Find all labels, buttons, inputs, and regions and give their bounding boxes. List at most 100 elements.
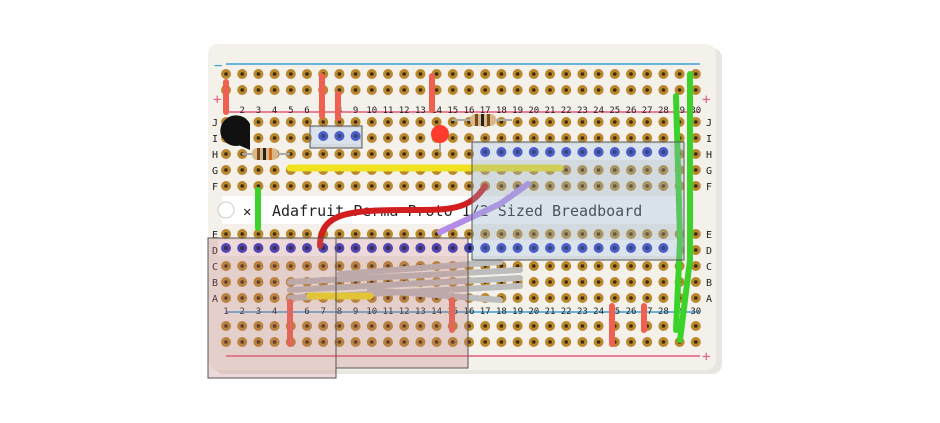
pad-hole bbox=[272, 324, 277, 328]
pad-grid bbox=[221, 69, 701, 347]
pad-hole bbox=[451, 340, 455, 344]
column-number: 30 bbox=[690, 106, 701, 116]
column-number: 3 bbox=[256, 307, 261, 317]
pad-hole bbox=[661, 136, 666, 140]
pad-hole bbox=[548, 232, 552, 236]
pad-hole bbox=[434, 340, 439, 344]
pad-hole bbox=[580, 232, 585, 236]
column-number: 10 bbox=[366, 307, 377, 317]
pad-hole bbox=[548, 184, 552, 188]
pad-hole bbox=[434, 184, 439, 188]
column-number: 13 bbox=[415, 307, 426, 317]
header-pin-hole bbox=[272, 246, 277, 250]
pad-hole bbox=[272, 340, 277, 344]
column-number: 28 bbox=[658, 106, 669, 116]
pad-hole bbox=[434, 324, 439, 328]
pad-hole bbox=[240, 88, 244, 92]
pad-hole bbox=[224, 264, 228, 268]
pad-hole bbox=[596, 264, 601, 268]
pad-hole bbox=[467, 120, 471, 124]
pad-hole bbox=[370, 324, 374, 328]
column-number: 30 bbox=[690, 307, 701, 317]
pad-hole bbox=[321, 152, 326, 156]
header-pin-hole bbox=[321, 134, 326, 138]
column-number: 9 bbox=[353, 106, 358, 116]
row-letter: D bbox=[706, 246, 712, 257]
pad-hole bbox=[596, 324, 601, 328]
pad-hole bbox=[564, 136, 568, 140]
header-pin-hole bbox=[353, 246, 358, 250]
column-number: 28 bbox=[658, 307, 669, 317]
pad-hole bbox=[402, 72, 407, 76]
pad-hole bbox=[240, 168, 244, 172]
pad-hole bbox=[661, 184, 666, 188]
pad-hole bbox=[661, 232, 666, 236]
pad-hole bbox=[629, 324, 633, 328]
pad-hole bbox=[499, 72, 504, 76]
pad-hole bbox=[694, 324, 698, 328]
column-number: 23 bbox=[577, 106, 588, 116]
column-number: 12 bbox=[399, 106, 410, 116]
header-pin-hole bbox=[337, 134, 342, 138]
pad-hole bbox=[580, 340, 585, 344]
pad-hole bbox=[499, 136, 504, 140]
pad-hole bbox=[289, 72, 293, 76]
pad-hole bbox=[596, 168, 601, 172]
pad-hole bbox=[272, 232, 277, 236]
pad-hole bbox=[353, 324, 358, 328]
pad-hole bbox=[451, 88, 455, 92]
pad-hole bbox=[694, 168, 698, 172]
header-pin-hole bbox=[224, 246, 228, 250]
pad-hole bbox=[337, 324, 342, 328]
row-letter: E bbox=[706, 230, 712, 241]
pad-hole bbox=[240, 324, 244, 328]
pad-hole bbox=[548, 340, 552, 344]
column-number: 13 bbox=[415, 106, 426, 116]
header-pin-hole bbox=[531, 246, 536, 250]
pad-hole bbox=[564, 280, 568, 284]
pad-hole bbox=[532, 280, 536, 284]
pad-hole bbox=[515, 88, 520, 92]
pad-hole bbox=[548, 280, 552, 284]
pad-hole bbox=[596, 88, 601, 92]
pad-hole bbox=[515, 264, 520, 268]
row-letter: B bbox=[706, 278, 712, 289]
pad-hole bbox=[402, 324, 407, 328]
pad-hole bbox=[580, 184, 585, 188]
pad-hole bbox=[645, 264, 649, 268]
pad-hole bbox=[256, 88, 261, 92]
pad-hole bbox=[661, 88, 666, 92]
header-pin-hole bbox=[564, 150, 569, 154]
gray-wires bbox=[287, 259, 523, 303]
rail-plus-right-bottom: + bbox=[702, 349, 710, 365]
pad-hole bbox=[224, 184, 228, 188]
pad-hole bbox=[240, 232, 244, 236]
header-pin-hole bbox=[580, 246, 585, 250]
pad-hole bbox=[321, 340, 326, 344]
pad-hole bbox=[596, 72, 601, 76]
pad-hole bbox=[645, 280, 649, 284]
column-number: 26 bbox=[626, 307, 637, 317]
pad-hole bbox=[256, 264, 261, 268]
pad-hole bbox=[564, 72, 568, 76]
header-pin-hole bbox=[661, 246, 666, 250]
pad-hole bbox=[548, 72, 552, 76]
pad-hole bbox=[402, 152, 407, 156]
header-pin-hole bbox=[402, 246, 407, 250]
pad-hole bbox=[272, 168, 277, 172]
column-number: 20 bbox=[528, 307, 539, 317]
pad-hole bbox=[483, 72, 488, 76]
wire-purple bbox=[437, 181, 531, 235]
pad-hole bbox=[532, 232, 536, 236]
pad-hole bbox=[289, 136, 293, 140]
pad-hole bbox=[564, 88, 568, 92]
pad-hole bbox=[370, 72, 374, 76]
pad-hole bbox=[337, 264, 342, 268]
pad-hole bbox=[402, 340, 407, 344]
pad-hole bbox=[418, 88, 423, 92]
pad-hole bbox=[289, 88, 293, 92]
mount-hole-left bbox=[217, 201, 235, 219]
pad-hole bbox=[613, 88, 617, 92]
header-pin-hole bbox=[596, 150, 601, 154]
pad-hole bbox=[224, 168, 228, 172]
